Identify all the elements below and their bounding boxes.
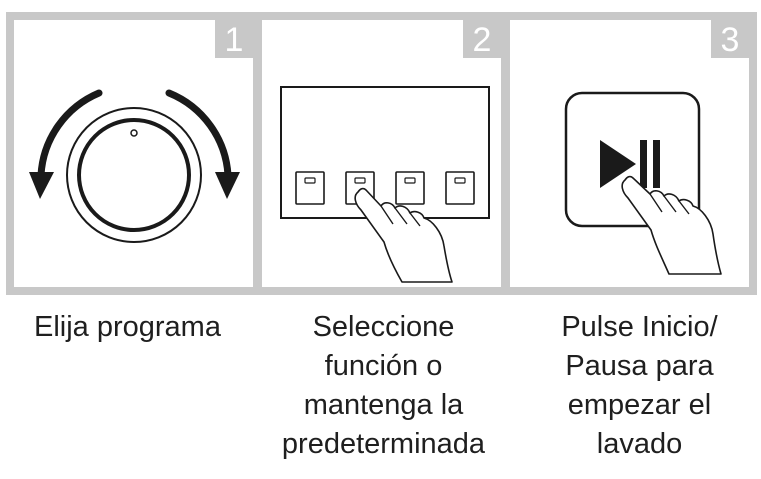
step-2-panel: 2 (262, 20, 501, 287)
step-3-caption-line: lavado (596, 428, 683, 460)
step-2-caption-line: Seleccione (312, 311, 455, 343)
steps-frame: 1 2 (6, 12, 757, 295)
step-2-number: 2 (463, 20, 501, 59)
step-2-caption: Seleccione función o mantenga la predete… (262, 308, 505, 464)
step-3-number: 3 (711, 20, 749, 59)
step-1-caption-line: Elija programa (34, 311, 221, 343)
step-2-caption-line: predeterminada (281, 428, 486, 460)
step-2-caption-line: mantenga la (303, 389, 464, 421)
step-3-caption-line: Pulse Inicio/ (561, 311, 718, 343)
function-buttons-icon (280, 86, 490, 283)
step-3-panel: 3 (510, 20, 749, 287)
step-1-caption: Elija programa (6, 308, 249, 347)
step-2-caption-line: función o (324, 350, 443, 382)
rotary-knob-icon (29, 89, 240, 243)
start-pause-button-icon (564, 91, 722, 275)
step-3-caption-line: Pausa para (565, 350, 714, 382)
step-3-caption: Pulse Inicio/ Pausa para empezar el lava… (518, 308, 761, 464)
step-1-panel: 1 (14, 20, 253, 287)
step-1-number: 1 (215, 20, 253, 59)
step-3-caption-line: empezar el (567, 389, 712, 421)
